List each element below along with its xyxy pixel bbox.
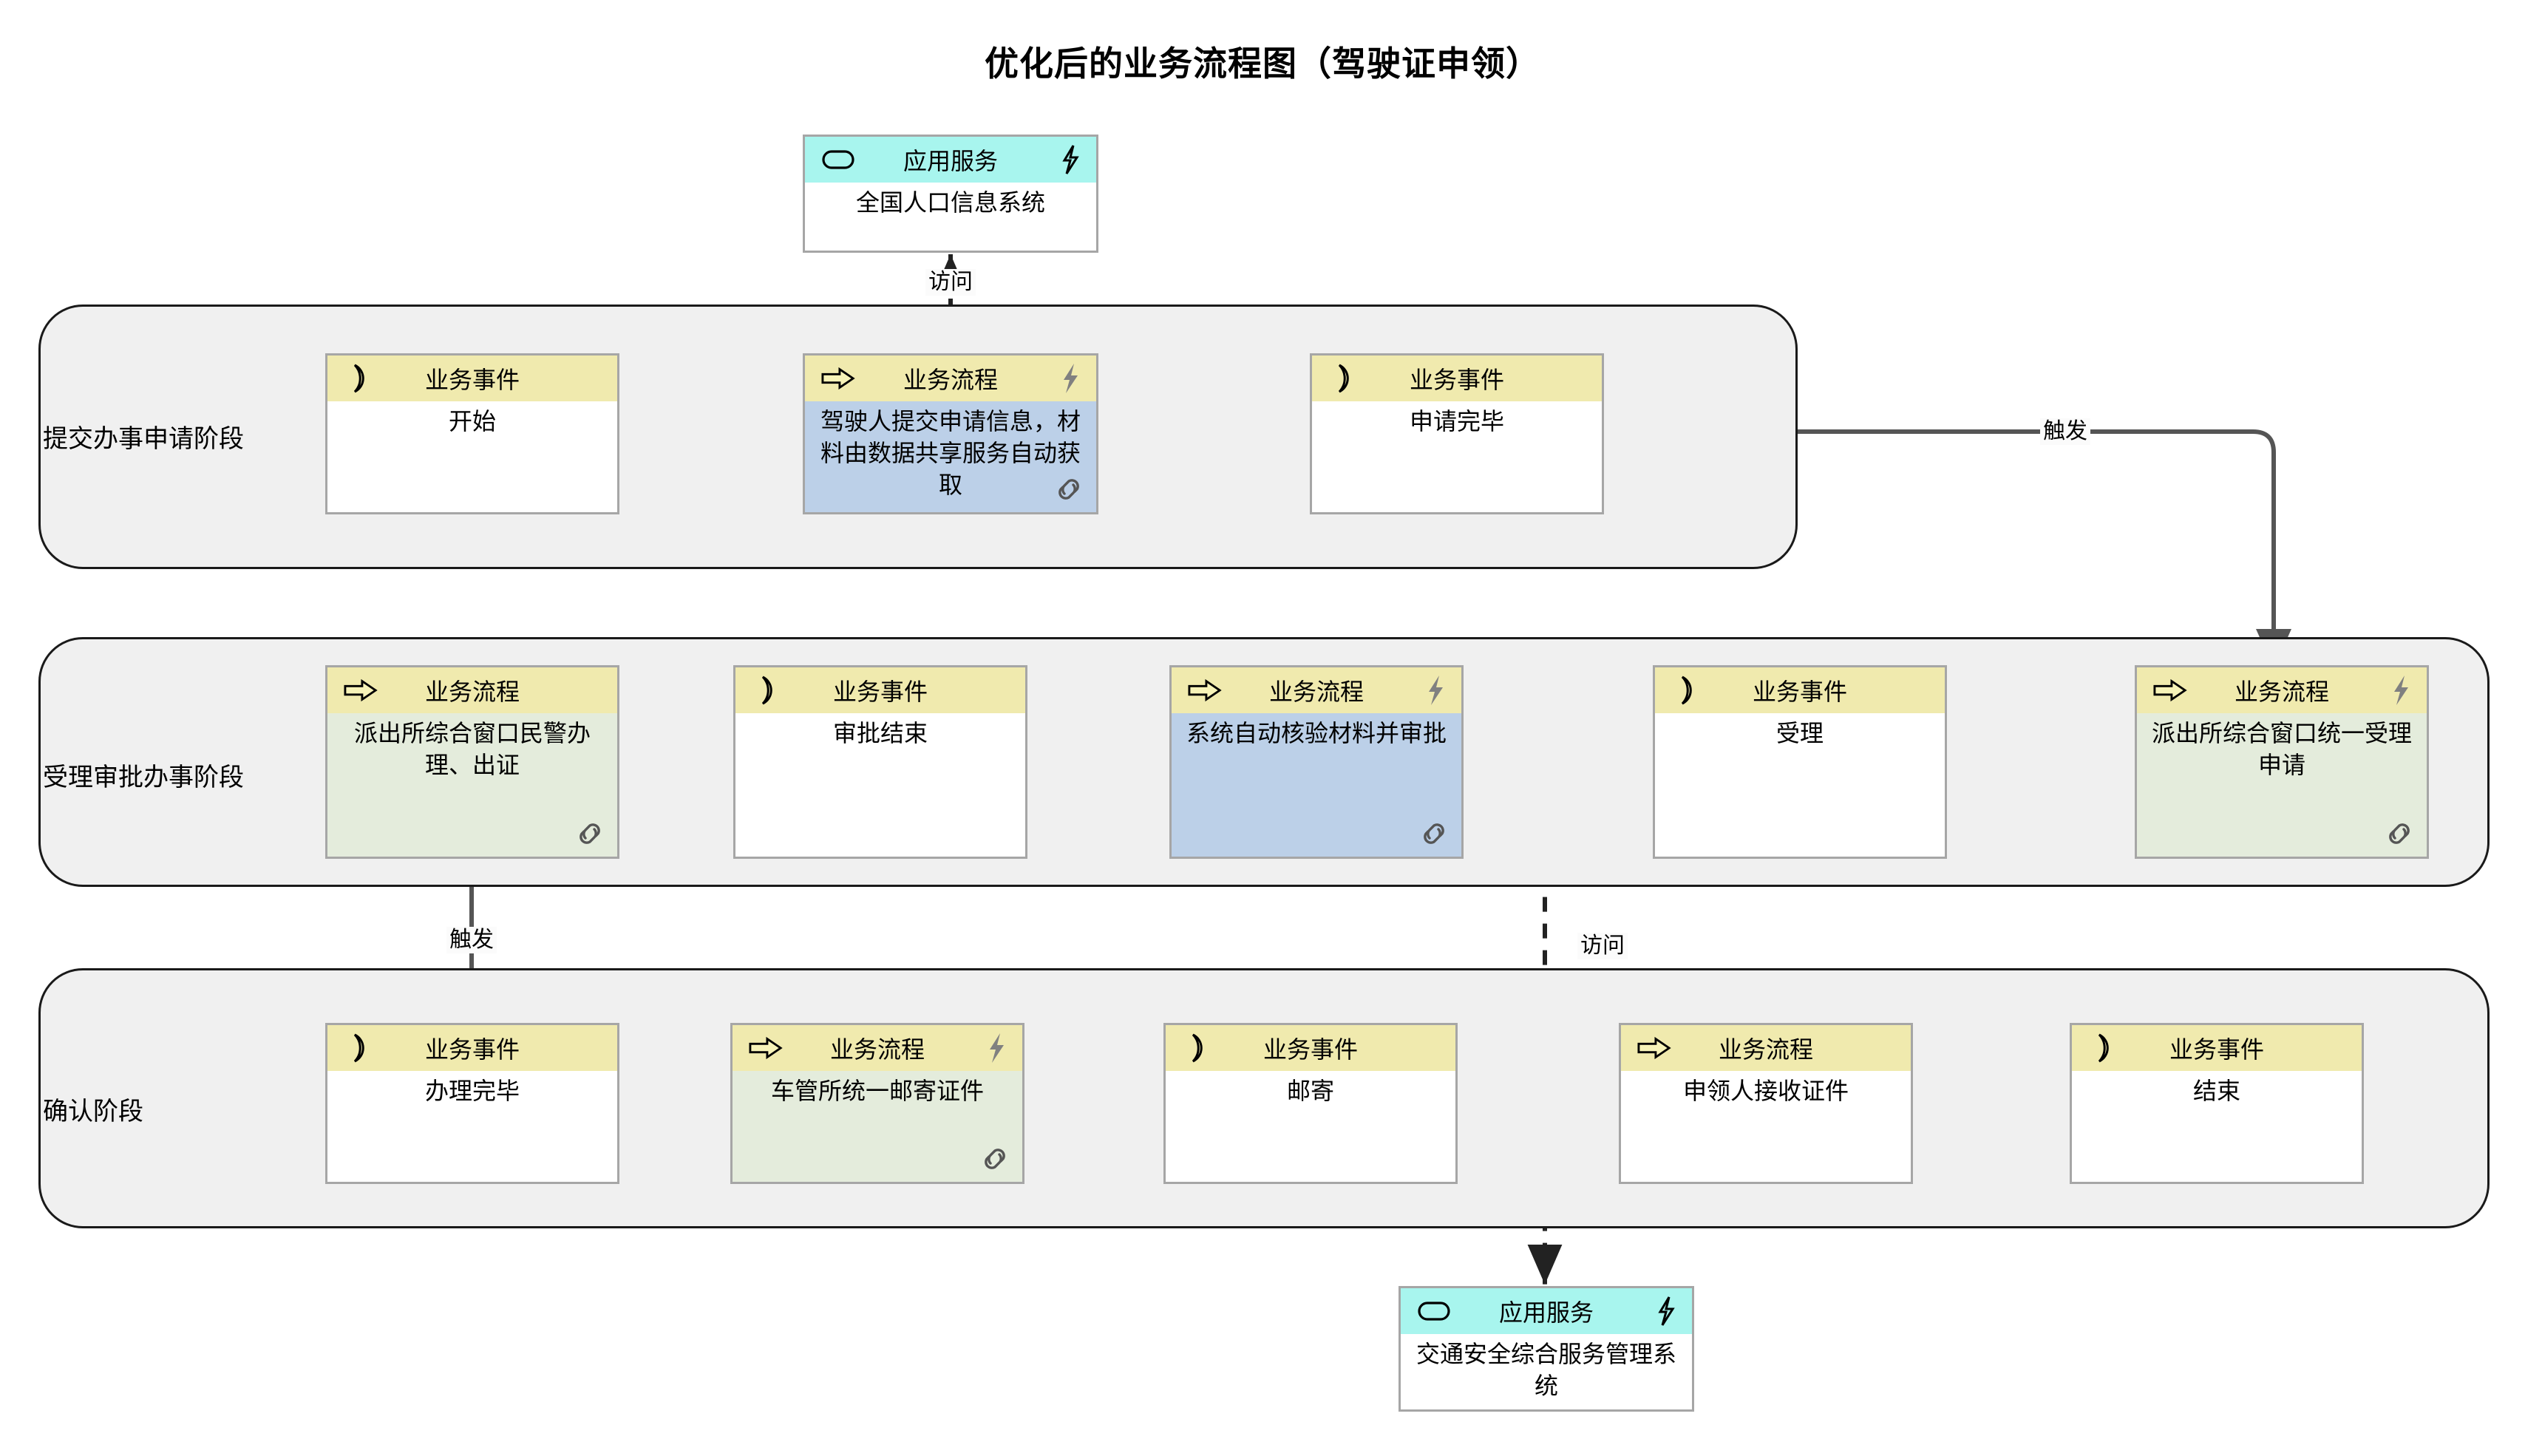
node-name: 派出所综合窗口民警办理、出证 bbox=[327, 713, 617, 857]
service-node-population[interactable]: 应用服务 全国人口信息系统 bbox=[803, 135, 1098, 253]
node-name: 开始 bbox=[327, 401, 617, 512]
node-process-mail-certificate[interactable]: 业务流程 车管所统一邮寄证件 bbox=[730, 1023, 1024, 1184]
edge-applied-to-accept bbox=[1613, 429, 2291, 669]
node-name: 车管所统一邮寄证件 bbox=[733, 1071, 1022, 1182]
node-type-label: 业务流程 bbox=[1718, 1035, 1813, 1064]
node-name: 办理完毕 bbox=[327, 1071, 617, 1182]
service-node-traffic[interactable]: 应用服务 交通安全综合服务管理系统 bbox=[1399, 1286, 1694, 1412]
crescent-moon-icon bbox=[2088, 1033, 2122, 1063]
node-name: 申领人接收证件 bbox=[1621, 1071, 1911, 1182]
phase-label-submit: 提交办事申请阶段 bbox=[43, 424, 244, 454]
node-event-acceptance[interactable]: 业务事件 受理 bbox=[1653, 665, 1947, 859]
node-type-label: 业务事件 bbox=[1409, 366, 1504, 394]
rounded-rect-icon bbox=[821, 145, 855, 174]
node-header: 应用服务 bbox=[1401, 1288, 1692, 1334]
node-event-approval-end[interactable]: 业务事件 审批结束 bbox=[733, 665, 1027, 859]
node-type-label: 业务流程 bbox=[2234, 678, 2329, 706]
node-event-handling-complete[interactable]: 业务事件 办理完毕 bbox=[325, 1023, 619, 1184]
edge-label-trigger: 触发 bbox=[2040, 418, 2090, 445]
node-type-label: 应用服务 bbox=[903, 147, 998, 175]
crescent-moon-icon bbox=[1671, 676, 1705, 705]
crescent-moon-icon bbox=[344, 364, 378, 393]
node-event-end[interactable]: 业务事件 结束 bbox=[2070, 1023, 2364, 1184]
node-name: 派出所综合窗口统一受理申请 bbox=[2137, 713, 2427, 857]
crescent-moon-icon bbox=[1182, 1033, 1216, 1063]
node-header: 业务流程 bbox=[733, 1025, 1022, 1071]
node-type-label: 业务事件 bbox=[832, 678, 928, 706]
right-arrow-icon bbox=[1637, 1033, 1671, 1063]
node-event-application-complete[interactable]: 业务事件 申请完毕 bbox=[1310, 353, 1604, 514]
lightning-bolt-icon bbox=[1654, 1295, 1679, 1327]
node-process-auto-verify[interactable]: 业务流程 系统自动核验材料并审批 bbox=[1169, 665, 1464, 859]
link-chain-icon bbox=[978, 1142, 1012, 1176]
lightning-bolt-icon bbox=[1058, 143, 1083, 176]
node-process-police-handle[interactable]: 业务流程 派出所综合窗口民警办理、出证 bbox=[325, 665, 619, 859]
right-arrow-icon bbox=[2153, 676, 2187, 705]
crescent-moon-icon bbox=[752, 676, 786, 705]
node-type-label: 业务流程 bbox=[424, 678, 520, 706]
node-header: 业务事件 bbox=[327, 356, 617, 401]
node-type-label: 应用服务 bbox=[1498, 1299, 1594, 1327]
node-name: 邮寄 bbox=[1166, 1071, 1455, 1182]
node-header: 业务事件 bbox=[1166, 1025, 1455, 1071]
node-header: 业务流程 bbox=[2137, 667, 2427, 713]
link-chain-icon bbox=[573, 817, 607, 851]
lightning-bolt-icon bbox=[1423, 674, 1448, 707]
phase-label-confirm: 确认阶段 bbox=[43, 1097, 143, 1126]
node-header: 业务流程 bbox=[327, 667, 617, 713]
node-name: 受理 bbox=[1655, 713, 1945, 857]
node-type-label: 业务流程 bbox=[903, 366, 998, 394]
node-name: 全国人口信息系统 bbox=[805, 183, 1096, 251]
node-type-label: 业务流程 bbox=[829, 1035, 925, 1064]
lightning-bolt-icon bbox=[984, 1032, 1009, 1064]
lightning-bolt-icon bbox=[1058, 362, 1083, 395]
node-process-applicant-receive[interactable]: 业务流程 申领人接收证件 bbox=[1619, 1023, 1913, 1184]
node-event-mailing[interactable]: 业务事件 邮寄 bbox=[1163, 1023, 1458, 1184]
node-header: 业务流程 bbox=[805, 356, 1096, 401]
rounded-rect-icon bbox=[1417, 1296, 1451, 1326]
right-arrow-icon bbox=[821, 364, 855, 393]
node-process-submit-application[interactable]: 业务流程 驾驶人提交申请信息，材料由数据共享服务自动获取 bbox=[803, 353, 1098, 514]
node-header: 业务事件 bbox=[2072, 1025, 2362, 1071]
node-event-start[interactable]: 业务事件 开始 bbox=[325, 353, 619, 514]
node-name: 系统自动核验材料并审批 bbox=[1172, 713, 1461, 857]
node-type-label: 业务事件 bbox=[2169, 1035, 2264, 1064]
crescent-moon-icon bbox=[344, 1033, 378, 1063]
node-name: 申请完毕 bbox=[1312, 401, 1602, 512]
node-name: 交通安全综合服务管理系统 bbox=[1401, 1334, 1692, 1409]
link-chain-icon bbox=[1052, 472, 1086, 506]
node-process-unified-acceptance[interactable]: 业务流程 派出所综合窗口统一受理申请 bbox=[2135, 665, 2429, 859]
link-chain-icon bbox=[1417, 817, 1451, 851]
node-header: 业务流程 bbox=[1621, 1025, 1911, 1071]
node-header: 业务事件 bbox=[1655, 667, 1945, 713]
right-arrow-icon bbox=[749, 1033, 783, 1063]
right-arrow-icon bbox=[344, 676, 378, 705]
node-type-label: 业务流程 bbox=[1268, 678, 1364, 706]
node-type-label: 业务事件 bbox=[1262, 1035, 1358, 1064]
phase-label-accept: 受理审批办事阶段 bbox=[43, 763, 244, 792]
node-type-label: 业务事件 bbox=[1752, 678, 1847, 706]
node-name: 审批结束 bbox=[735, 713, 1025, 857]
right-arrow-icon bbox=[1188, 676, 1222, 705]
edge-label-access: 访问 bbox=[1577, 933, 1628, 959]
node-header: 业务事件 bbox=[735, 667, 1025, 713]
edge-label-access: 访问 bbox=[925, 269, 976, 296]
page-title: 优化后的业务流程图（驾驶证申领） bbox=[985, 44, 1540, 84]
node-name: 结束 bbox=[2072, 1071, 2362, 1182]
edge-label-trigger: 触发 bbox=[446, 927, 497, 953]
node-header: 业务事件 bbox=[327, 1025, 617, 1071]
node-type-label: 业务事件 bbox=[424, 366, 520, 394]
node-name: 驾驶人提交申请信息，材料由数据共享服务自动获取 bbox=[805, 401, 1096, 512]
lightning-bolt-icon bbox=[2388, 674, 2413, 707]
node-header: 应用服务 bbox=[805, 137, 1096, 183]
node-type-label: 业务事件 bbox=[424, 1035, 520, 1064]
node-header: 业务流程 bbox=[1172, 667, 1461, 713]
crescent-moon-icon bbox=[1328, 364, 1362, 393]
node-header: 业务事件 bbox=[1312, 356, 1602, 401]
link-chain-icon bbox=[2382, 817, 2416, 851]
